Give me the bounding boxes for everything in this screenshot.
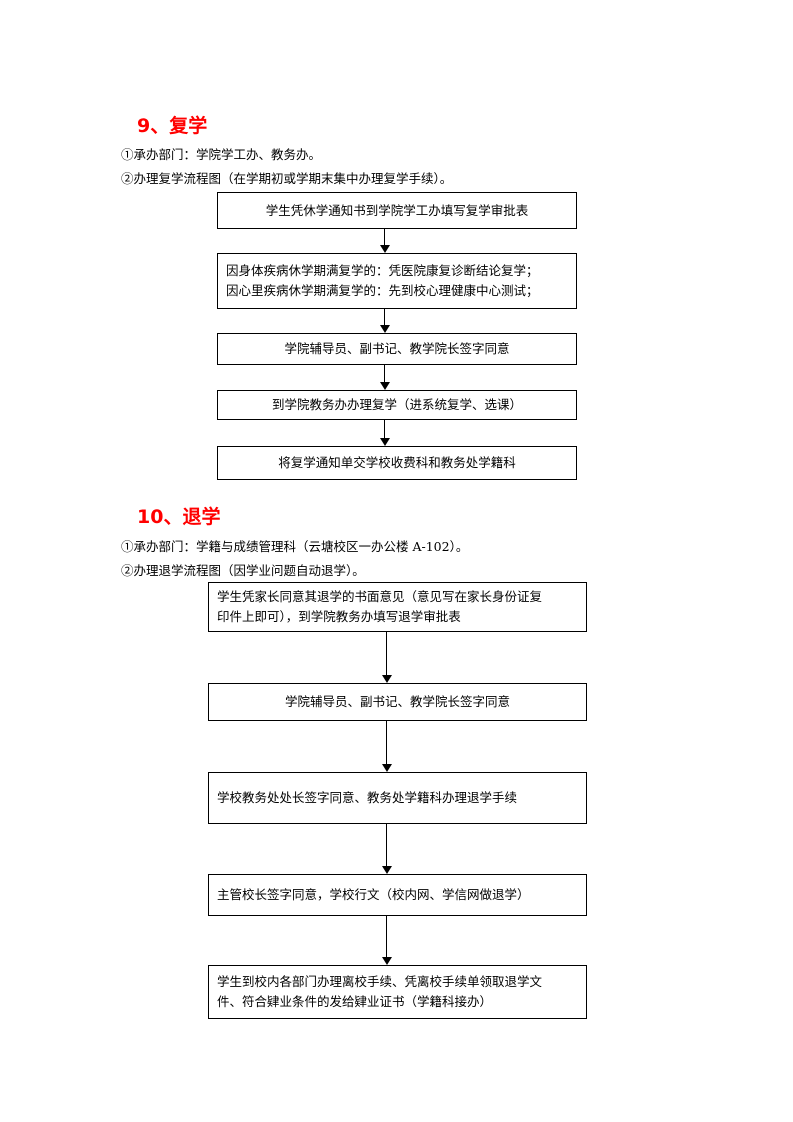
s9-step2-line1: 因身体疾病休学期满复学的：凭医院康复诊断结论复学；	[226, 263, 539, 278]
s10-step4-box: 主管校长签字同意，学校行文（校内网、学信网做退学）	[208, 874, 587, 916]
s10-arrow-2	[382, 721, 392, 772]
s10-step2-box: 学院辅导员、副书记、教学院长签字同意	[208, 683, 587, 721]
s10-step3-box: 学校教务处处长签字同意、教务处学籍科办理退学手续	[208, 772, 587, 824]
s9-arrow-2	[380, 309, 390, 333]
s9-arrow-3	[380, 365, 390, 390]
s9-step3-box: 学院辅导员、副书记、教学院长签字同意	[217, 333, 577, 365]
s9-step2-line2: 因心里疾病休学期满复学的：先到校心理健康中心测试；	[226, 283, 539, 298]
s10-step3-text: 学校教务处处长签字同意、教务处学籍科办理退学手续	[217, 790, 518, 805]
section9-title: 9、复学	[137, 115, 208, 137]
s9-step5-text: 将复学通知单交学校收费科和教务处学籍科	[278, 455, 516, 470]
s10-arrow-1	[382, 632, 392, 683]
section9-flow-intro: ②办理复学流程图（在学期初或学期末集中办理复学手续）。	[121, 171, 453, 186]
s9-arrow-1	[380, 229, 390, 253]
s9-step5-box: 将复学通知单交学校收费科和教务处学籍科	[217, 446, 577, 480]
section10-title: 10、退学	[137, 506, 221, 528]
s10-step1-box: 学生凭家长同意其退学的书面意见（意见写在家长身份证复 印件上即可），到学院教务办…	[208, 582, 587, 632]
s10-arrow-4	[382, 916, 392, 965]
s9-step2-box: 因身体疾病休学期满复学的：凭医院康复诊断结论复学； 因心里疾病休学期满复学的：先…	[217, 253, 577, 309]
s9-step1-text: 学生凭休学通知书到学院学工办填写复学审批表	[265, 202, 529, 218]
s10-arrow-3	[382, 824, 392, 874]
section10-flow-intro: ②办理退学流程图（因学业问题自动退学）。	[121, 563, 365, 578]
s10-step4-text: 主管校长签字同意，学校行文（校内网、学信网做退学）	[217, 887, 530, 902]
s10-step5-line2: 件、符合肄业条件的发给肄业证书（学籍科接办）	[217, 994, 493, 1009]
s10-step5-box: 学生到校内各部门办理离校手续、凭离校手续单领取退学文 件、符合肄业条件的发给肄业…	[208, 965, 587, 1019]
s9-step3-text: 学院辅导员、副书记、教学院长签字同意	[284, 341, 510, 356]
s9-arrow-4	[380, 420, 390, 446]
section9-dept: ①承办部门：学院学工办、教务办。	[121, 147, 322, 162]
s9-step1-box: 学生凭休学通知书到学院学工办填写复学审批表	[217, 192, 577, 229]
s10-step2-text: 学院辅导员、副书记、教学院长签字同意	[284, 694, 510, 709]
s10-step1-line2: 印件上即可），到学院教务办填写退学审批表	[217, 609, 461, 624]
section10-dept: ①承办部门：学籍与成绩管理科（云塘校区一办公楼 A-102）。	[121, 539, 469, 554]
s10-step1-line1: 学生凭家长同意其退学的书面意见（意见写在家长身份证复	[217, 589, 543, 604]
s9-step4-text: 到学院教务办办理复学（进系统复学、选课）	[271, 397, 522, 412]
s9-step4-box: 到学院教务办办理复学（进系统复学、选课）	[217, 390, 577, 420]
s10-step5-line1: 学生到校内各部门办理离校手续、凭离校手续单领取退学文	[217, 974, 543, 989]
